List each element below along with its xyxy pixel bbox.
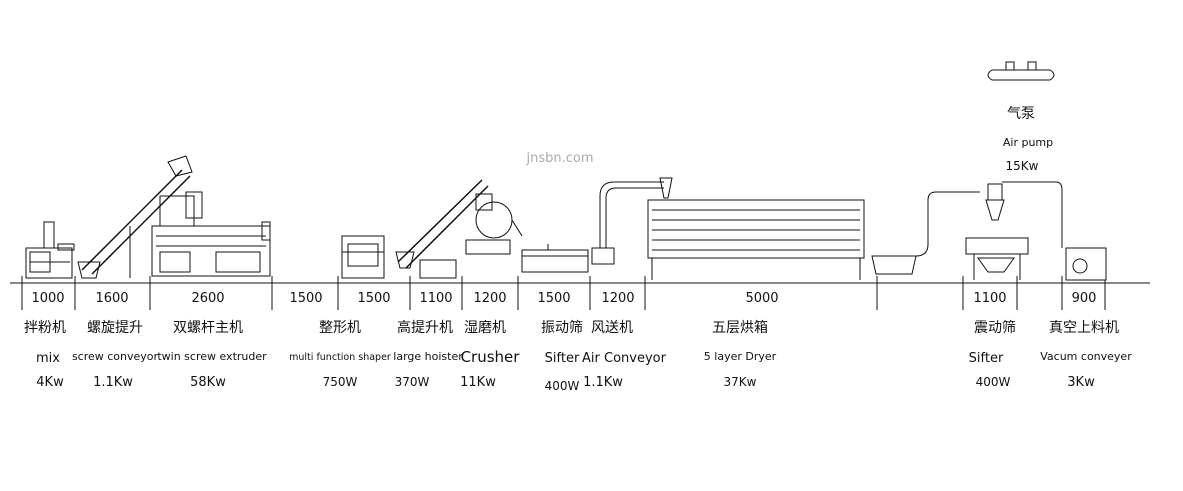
station-11-power: 400W: [976, 375, 1011, 389]
station-7-en: Crusher: [461, 348, 521, 366]
station-9-power: 1.1Kw: [583, 375, 623, 390]
station-11-en: Sifter: [969, 351, 1004, 366]
station-2-dim: 1600: [95, 291, 128, 306]
air-pump-machine: [987, 61, 1055, 81]
air-conveyor-machine: [591, 177, 673, 265]
air-pump-en-label: Air pump: [1003, 136, 1053, 149]
vacuum-conveyer-machine: [1065, 247, 1107, 281]
station-10-power: 37Kw: [724, 375, 757, 389]
air-pump-power-label: 15Kw: [1006, 159, 1039, 173]
station-1-dim: 1000: [31, 291, 64, 306]
station-9-en: Air Conveyor: [582, 351, 667, 366]
station-10-dim: 5000: [745, 291, 778, 306]
station-3-en: twin screw extruder: [157, 350, 267, 363]
station-3-cn: 双螺杆主机: [173, 320, 243, 336]
dimension-ticks: [21, 276, 1106, 310]
station-1-en: mix: [36, 351, 60, 366]
twin-screw-extruder-machine: [151, 191, 271, 277]
transfer-pipe: [915, 181, 1063, 257]
station-7-dim: 1200: [473, 291, 506, 306]
station-2-cn: 螺旋提升: [87, 320, 143, 336]
station-10-cn: 五层烘箱: [712, 320, 768, 336]
station-2-en: screw conveyor: [72, 350, 159, 363]
station-5-cn: 整形机: [319, 320, 361, 336]
station-5-dim: 1500: [357, 291, 390, 306]
vibrating-sifter-machine: [965, 183, 1029, 280]
station-5-en: multi function shaper: [289, 352, 391, 363]
sifter-machine: [521, 244, 589, 273]
station-3-dim: 2600: [191, 291, 224, 306]
station-6-dim: 1100: [419, 291, 452, 306]
station-11-cn: 震动筛: [974, 320, 1016, 336]
station-12-en: Vacum conveyer: [1040, 350, 1132, 363]
station-6-en: large hoister: [393, 350, 463, 363]
station-3-power: 58Kw: [190, 375, 226, 390]
station-4-dim: 1500: [289, 291, 322, 306]
station-1-power: 4Kw: [36, 375, 64, 390]
shaper-machine: [341, 235, 385, 279]
watermark: jnsbn.com: [525, 151, 593, 166]
station-2-power: 1.1Kw: [93, 375, 133, 390]
five-layer-dryer-machine: [647, 199, 917, 280]
station-9-cn: 风送机: [591, 320, 633, 336]
station-8-en: Sifter: [545, 351, 580, 366]
station-10-en: 5 layer Dryer: [704, 350, 777, 363]
air-pump-cn-label: 气泵: [1007, 106, 1035, 122]
station-5-power: 750W: [323, 375, 358, 389]
station-8-power: 400W: [545, 379, 580, 393]
station-7-power: 11Kw: [460, 375, 496, 390]
station-12-dim: 900: [1072, 291, 1097, 306]
station-12-power: 3Kw: [1067, 375, 1095, 390]
mixer-machine: [25, 221, 75, 279]
station-1-cn: 拌粉机: [24, 320, 66, 336]
large-hoister-machine: [395, 179, 489, 279]
station-8-cn: 振动筛: [541, 320, 583, 336]
screw-conveyor-machine: [77, 155, 193, 279]
station-6-cn: 高提升机: [397, 319, 453, 336]
station-6-power: 370W: [395, 375, 430, 389]
station-7-cn: 湿磨机: [464, 320, 506, 336]
station-9-dim: 1200: [601, 291, 634, 306]
crusher-machine: [465, 193, 523, 255]
station-12-cn: 真空上料机: [1049, 320, 1119, 336]
station-8-dim: 1500: [537, 291, 570, 306]
station-11-dim: 1100: [973, 291, 1006, 306]
